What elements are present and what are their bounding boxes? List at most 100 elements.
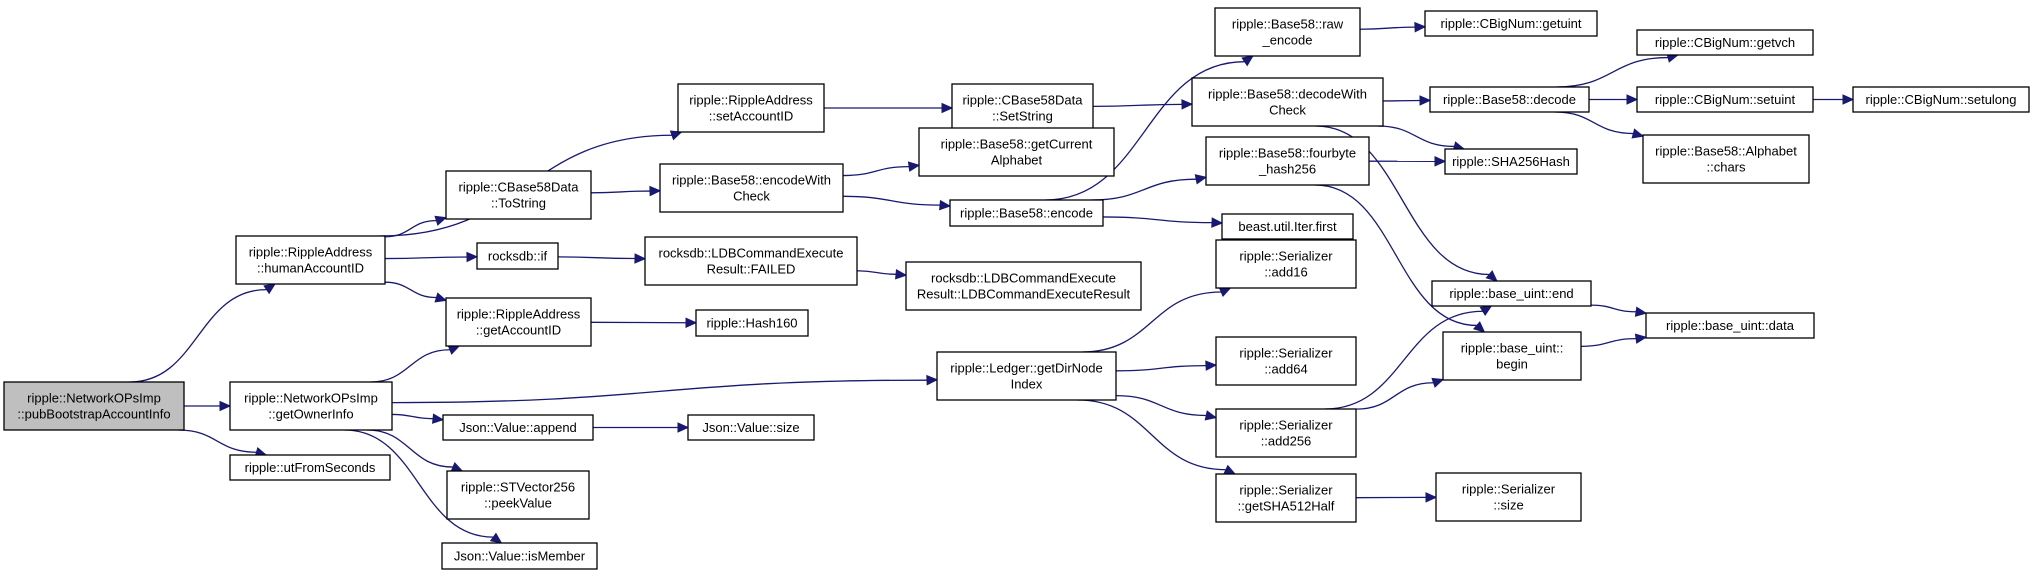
arrowhead bbox=[1414, 21, 1427, 33]
node-beast-util-iter-first[interactable]: beast.util.Iter.first bbox=[1221, 213, 1354, 240]
edge-n1-to-n7 bbox=[384, 281, 437, 299]
edge-n31-to-n37 bbox=[1590, 304, 1637, 313]
node-box bbox=[1852, 86, 2030, 113]
node-ripple-serializer-add256[interactable]: ripple::Serializer::add256 bbox=[1215, 408, 1357, 458]
node-label: rocksdb::LDBCommandExecute bbox=[659, 246, 844, 261]
node-ripple-cbignum-setuint[interactable]: ripple::CBigNum::setuint bbox=[1636, 86, 1814, 113]
node-ripple-serializer-getsha512half[interactable]: ripple::Serializer::getSHA512Half bbox=[1215, 473, 1357, 523]
edges-layer bbox=[129, 21, 1855, 544]
edge-n0-to-n3 bbox=[178, 429, 257, 453]
edge-n1-to-n6 bbox=[384, 256, 468, 260]
node-ripple-rippleaddress-humanaccountid[interactable]: ripple::RippleAddress::humanAccountID bbox=[235, 235, 386, 285]
node-box bbox=[445, 297, 592, 347]
node-box bbox=[659, 163, 844, 213]
arrowhead bbox=[1425, 492, 1438, 503]
node-json-value-size[interactable]: Json::Value::size bbox=[687, 414, 815, 441]
node-ripple-rippleaddress-setaccountid[interactable]: ripple::RippleAddress::setAccountID bbox=[677, 83, 825, 133]
node-ripple-networkopsimp-getownerinfo[interactable]: ripple::NetworkOPsImp::getOwnerInfo bbox=[229, 381, 393, 431]
edge-n2-to-n9 bbox=[366, 429, 453, 468]
node-box bbox=[1444, 148, 1578, 175]
node-json-value-append[interactable]: Json::Value::append bbox=[442, 414, 594, 441]
node-rocksdb-if[interactable]: rocksdb::if bbox=[476, 242, 559, 270]
node-box bbox=[1442, 331, 1582, 381]
node-label: ripple::Base58::decode bbox=[1443, 92, 1576, 107]
node-label: ripple::Serializer bbox=[1462, 482, 1556, 497]
node-ripple-sha256hash[interactable]: ripple::SHA256Hash bbox=[1444, 148, 1578, 175]
node-ripple-cbignum-getuint[interactable]: ripple::CBigNum::getuint bbox=[1424, 10, 1598, 37]
arrowhead bbox=[1431, 377, 1445, 388]
edge-n0-to-n1 bbox=[129, 288, 267, 383]
edge-n17-to-n22 bbox=[1091, 178, 1197, 201]
node-rocksdb-ldbcommandexecuteresult-failed[interactable]: rocksdb::LDBCommandExecuteResult::FAILED bbox=[644, 236, 858, 286]
arrowhead bbox=[1842, 94, 1855, 105]
node-box bbox=[1424, 10, 1598, 37]
arrowhead bbox=[466, 251, 479, 263]
node-label: ::getAccountID bbox=[476, 323, 561, 338]
node-ripple-base-uint-data[interactable]: ripple::base_uint::data bbox=[1645, 312, 1815, 339]
node-label: ripple::Base58::raw bbox=[1232, 17, 1344, 32]
node-ripple-hash160[interactable]: ripple::Hash160 bbox=[695, 309, 809, 337]
node-label: ripple::Base58::fourbyte bbox=[1219, 146, 1356, 161]
node-ripple-utfromseconds[interactable]: ripple::utFromSeconds bbox=[229, 454, 391, 481]
arrowhead bbox=[1419, 95, 1432, 106]
node-ripple-base58-alphabet-chars[interactable]: ripple::Base58::Alphabet::chars bbox=[1642, 134, 1810, 184]
arrowhead bbox=[907, 161, 921, 172]
node-ripple-cbignum-setulong[interactable]: ripple::CBigNum::setulong bbox=[1852, 86, 2030, 113]
arrowhead bbox=[634, 253, 647, 264]
node-label: ripple::CBigNum::setuint bbox=[1655, 92, 1796, 107]
edge-n17-to-n20 bbox=[1045, 61, 1245, 201]
node-label: ripple::Serializer bbox=[1239, 483, 1333, 498]
arrowhead bbox=[1634, 306, 1648, 317]
node-ripple-serializer-add16[interactable]: ripple::Serializer::add16 bbox=[1215, 239, 1357, 289]
arrowhead bbox=[434, 292, 448, 303]
edge-n26-to-n31 bbox=[1324, 310, 1483, 410]
edge-n2-to-n10 bbox=[344, 429, 494, 538]
node-label: Json::Value::append bbox=[459, 420, 577, 435]
node-ripple-serializer-size[interactable]: ripple::Serializer::size bbox=[1435, 472, 1582, 522]
node-ripple-base58-decode[interactable]: ripple::Base58::decode bbox=[1429, 86, 1590, 113]
node-ripple-stvector256-peekvalue[interactable]: ripple::STVector256::peekValue bbox=[446, 470, 590, 520]
node-label: Result::LDBCommandExecuteResult bbox=[917, 287, 1131, 302]
edge-n5-to-n12 bbox=[590, 190, 651, 194]
node-ripple-base-uint-end[interactable]: ripple::base_uint::end bbox=[1431, 280, 1592, 307]
arrowhead bbox=[649, 185, 662, 197]
node-label: ripple::utFromSeconds bbox=[245, 460, 376, 475]
node-label: ::setAccountID bbox=[709, 109, 794, 124]
node-rocksdb-ldbcommandexecuteresult-ldbcommandexecuteresult[interactable]: rocksdb::LDBCommandExecuteResult::LDBCom… bbox=[905, 261, 1142, 311]
node-label: ripple::NetworkOPsImp bbox=[27, 391, 161, 406]
node-ripple-rippleaddress-getaccountid[interactable]: ripple::RippleAddress::getAccountID bbox=[445, 297, 592, 347]
arrowhead bbox=[895, 269, 908, 280]
node-json-value-ismember[interactable]: Json::Value::isMember bbox=[441, 542, 598, 570]
node-ripple-base58-encode[interactable]: ripple::Base58::encode bbox=[949, 199, 1104, 227]
node-box bbox=[441, 542, 598, 570]
node-label: ripple::Serializer bbox=[1239, 346, 1333, 361]
node-ripple-cbignum-getvch[interactable]: ripple::CBigNum::getvch bbox=[1636, 29, 1814, 56]
node-box bbox=[1645, 312, 1815, 339]
node-ripple-base58-raw-encode[interactable]: ripple::Base58::raw_encode bbox=[1214, 7, 1361, 57]
edge-n6-to-n13 bbox=[557, 256, 636, 260]
arrowhead bbox=[1626, 94, 1639, 105]
node-label: ripple::STVector256 bbox=[461, 480, 575, 495]
node-box bbox=[229, 381, 393, 431]
node-ripple-networkopsimp-pubbootstrapaccountinfo[interactable]: ripple::NetworkOPsImp::pubBootstrapAccou… bbox=[3, 381, 185, 431]
node-ripple-cbase58data-tostring[interactable]: ripple::CBase58Data::ToString bbox=[445, 170, 592, 220]
arrowhead bbox=[1634, 333, 1648, 344]
node-ripple-cbase58data-setstring[interactable]: ripple::CBase58Data::SetString bbox=[951, 83, 1094, 133]
node-label: ripple::base_uint::end bbox=[1449, 286, 1573, 301]
arrowhead bbox=[447, 345, 461, 355]
arrowhead bbox=[1241, 55, 1254, 67]
node-box bbox=[1215, 239, 1357, 289]
node-box bbox=[1215, 473, 1357, 523]
node-box bbox=[476, 242, 559, 270]
node-box bbox=[1642, 134, 1810, 184]
arrowhead bbox=[677, 422, 690, 433]
node-ripple-base-uint-begin[interactable]: ripple::base_uint::begin bbox=[1442, 331, 1582, 381]
node-label: ripple::CBigNum::setulong bbox=[1865, 92, 2016, 107]
node-ripple-serializer-add64[interactable]: ripple::Serializer::add64 bbox=[1215, 336, 1357, 386]
node-ripple-base58-fourbyte-hash256[interactable]: ripple::Base58::fourbyte_hash256 bbox=[1205, 136, 1370, 186]
